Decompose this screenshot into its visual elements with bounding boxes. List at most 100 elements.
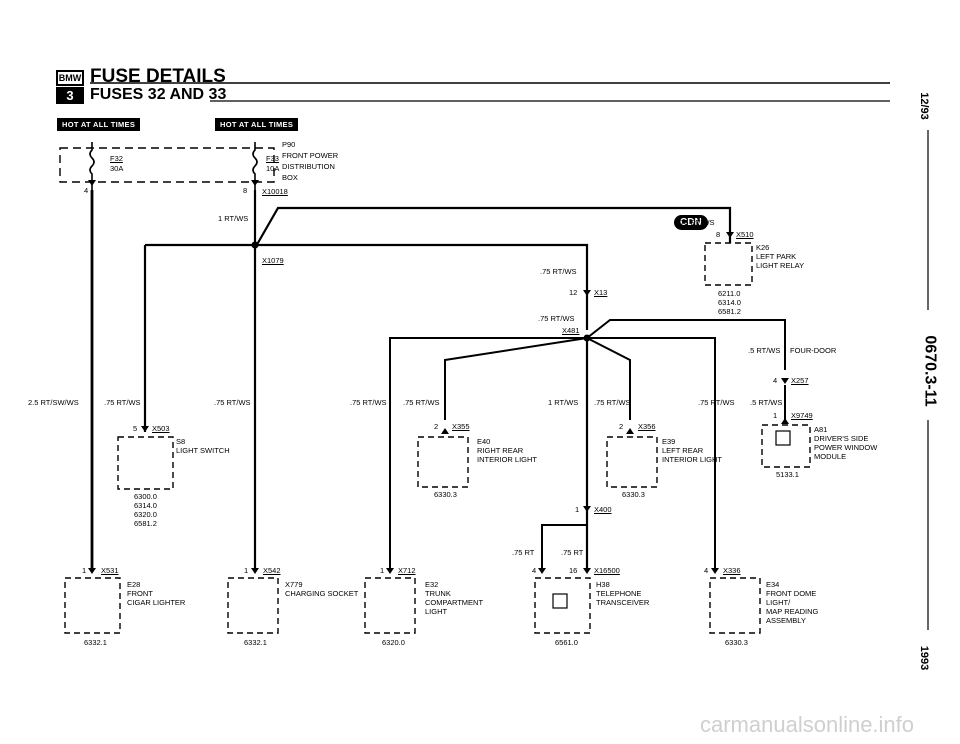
e34-label: E34 FRONT DOME LIGHT/ MAP READING ASSEMB… (766, 580, 818, 625)
e34-box (709, 577, 761, 634)
e39-line-2: INTERIOR LIGHT (662, 455, 723, 464)
e40-page: 6330.3 (434, 490, 457, 499)
wire-x1079-bus (145, 243, 589, 330)
e39-page: 6330.3 (622, 490, 645, 499)
wire-label-3: .75 RT/WS (350, 398, 387, 407)
e39-line-1: LEFT REAR (662, 446, 704, 455)
pin-x16500-a (538, 568, 546, 574)
wire-label-1: .75 RT/WS (104, 398, 141, 407)
pin-x542 (251, 568, 259, 574)
x503-pin: 5 (133, 424, 138, 433)
x779-line-1: CHARGING SOCKET (285, 589, 359, 598)
x257-name: X257 (791, 376, 809, 385)
pin-x356 (626, 428, 634, 434)
x510-pin: 8 (716, 230, 721, 239)
cdn-badge: CDN (674, 215, 708, 230)
a81-line-2: POWER WINDOW (814, 443, 878, 452)
x542-name: X542 (263, 566, 281, 575)
fusebox-connector: X10018 (262, 187, 288, 196)
x9749-pin: 1 (773, 411, 778, 420)
x400-pin: 1 (575, 505, 580, 514)
x510-name: X510 (736, 230, 754, 239)
e32-ref: E32 (425, 580, 439, 589)
a81-page: 5133.1 (776, 470, 799, 479)
e34-line-3: MAP READING (766, 607, 819, 616)
x779-box (227, 577, 279, 634)
x336-name: X336 (723, 566, 741, 575)
x531-pin: 1 (82, 566, 87, 575)
wire-to-e40 (444, 337, 588, 420)
pin-f33 (251, 180, 259, 186)
fuse-f33-rating: 10A (266, 164, 280, 173)
e40-box (417, 436, 469, 488)
splice-x1079 (251, 241, 259, 249)
wire-k26-label: .75 RT/WS (678, 218, 715, 227)
x712-name: X712 (398, 566, 416, 575)
h38-ref: H38 (596, 580, 610, 589)
x779-ref: X779 (285, 580, 303, 589)
h38-label: H38 TELEPHONE TRANSCEIVER (596, 580, 649, 607)
e32-page: 6320.0 (382, 638, 405, 647)
e40-label: E40 RIGHT REAR INTERIOR LIGHT (477, 437, 537, 464)
e28-box (64, 577, 121, 634)
a81-module-icon (775, 430, 791, 446)
x16500-name: X16500 (594, 566, 620, 575)
watermark: carmanualsonline.info (700, 712, 915, 737)
e32-label: E32 TRUNK COMPARTMENT LIGHT (425, 580, 483, 616)
e34-line-4: ASSEMBLY (766, 616, 806, 625)
x712-pin: 1 (380, 566, 385, 575)
page-subtitle: FUSES 32 AND 33 (90, 86, 227, 103)
wire-label-6: .75 RT/WS (594, 398, 631, 407)
wire-x481-label: .75 RT/WS (538, 314, 575, 323)
e28-ref: E28 (127, 580, 141, 589)
e34-ref: E34 (766, 580, 780, 589)
k26-box (704, 242, 753, 286)
wire-label-8: .5 RT/WS (750, 398, 783, 407)
a81-ref: A81 (814, 425, 828, 434)
wire-rt-loop (541, 524, 587, 570)
bmw-logo: BMW 3 (56, 70, 84, 104)
e34-page: 6330.3 (725, 638, 748, 647)
h38-line-1: TELEPHONE (596, 589, 642, 598)
x779-label: X779 CHARGING SOCKET (285, 580, 358, 598)
x257-pin: 4 (773, 376, 778, 385)
a81-label: A81 DRIVER'S SIDE POWER WINDOW MODULE (814, 425, 877, 461)
fusebox-ref: P90 (282, 140, 296, 149)
wire-label-2: .75 RT/WS (214, 398, 251, 407)
h38-line-2: TRANSCEIVER (596, 598, 650, 607)
x355-name: X355 (452, 422, 470, 431)
page-title: FUSE DETAILS (90, 66, 226, 87)
x531-name: X531 (101, 566, 119, 575)
k26-line-2: LIGHT RELAY (756, 261, 805, 270)
s8-line-1: LIGHT SWITCH (176, 446, 230, 455)
k26-page-3: 6581.2 (718, 307, 741, 316)
fusebox-outline (59, 147, 275, 183)
pin-x400 (583, 506, 591, 512)
hot-badge-left: HOT AT ALL TIMES (57, 118, 141, 131)
s8-page-4: 6581.2 (134, 519, 157, 528)
pin-f32 (88, 180, 96, 186)
x336-pin: 4 (704, 566, 709, 575)
s8-label: S8 LIGHT SWITCH (176, 437, 230, 455)
wire-label-7: .75 RT/WS (698, 398, 735, 407)
s8-ref: S8 (176, 437, 186, 446)
e40-line-1: RIGHT REAR (477, 446, 524, 455)
a81-box (761, 424, 811, 468)
bmw-logo-top: BMW (56, 70, 84, 86)
fuse-f33-symbol (252, 142, 258, 190)
bmw-logo-bottom: 3 (56, 87, 84, 104)
pin-x336 (711, 568, 719, 574)
e39-ref: E39 (662, 437, 676, 446)
wire-left-main-label: 2.5 RT/SW/WS (28, 398, 79, 407)
fuse-f32-pin: 4 (84, 186, 89, 195)
s8-page-1: 6300.0 (134, 492, 157, 501)
e39-box (606, 436, 658, 488)
x542-pin: 1 (244, 566, 249, 575)
wire-to-e39 (586, 337, 631, 420)
k26-page-1: 6211.0 (718, 289, 741, 298)
wire-label-5: 1 RT/WS (548, 398, 579, 407)
x16500-pin-left: 4 (532, 566, 537, 575)
e28-page: 6332.1 (84, 638, 107, 647)
s8-page-2: 6314.0 (134, 501, 157, 510)
